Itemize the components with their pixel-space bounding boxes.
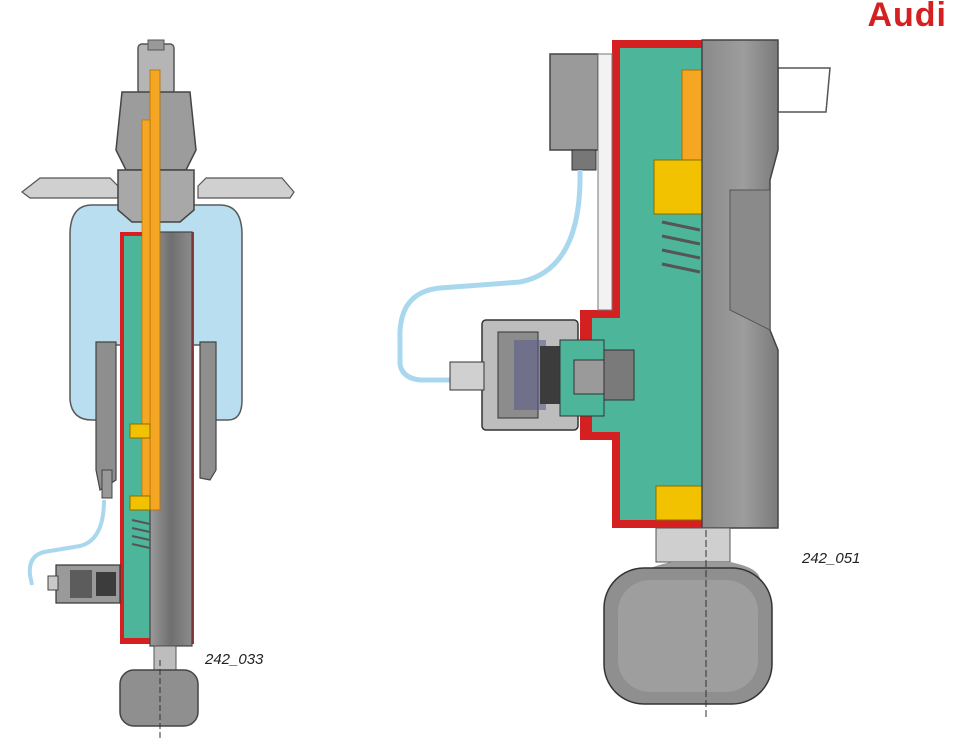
valve-spring	[131, 519, 151, 549]
bump-stop-detail	[653, 159, 703, 215]
mounting-plate	[21, 177, 119, 199]
piston-rod	[149, 69, 161, 511]
figure-label-right: 242_051	[802, 550, 861, 567]
pneumatic-line-detail	[397, 169, 583, 383]
guide-sleeve	[95, 341, 117, 491]
piston-rod-detail	[681, 69, 703, 161]
top-bracket	[549, 53, 599, 151]
spring-detail	[661, 220, 701, 274]
pneumatic-line	[27, 499, 106, 586]
control-valve-small	[47, 564, 121, 604]
control-valve-detail	[449, 319, 635, 431]
figure-label-left: 242_033	[205, 651, 264, 668]
lower-eye-bushing	[119, 669, 199, 727]
bump-stop	[129, 423, 151, 439]
audi-logo: Audi	[867, 0, 947, 34]
left-strut	[21, 39, 295, 740]
right-detail	[397, 39, 831, 720]
